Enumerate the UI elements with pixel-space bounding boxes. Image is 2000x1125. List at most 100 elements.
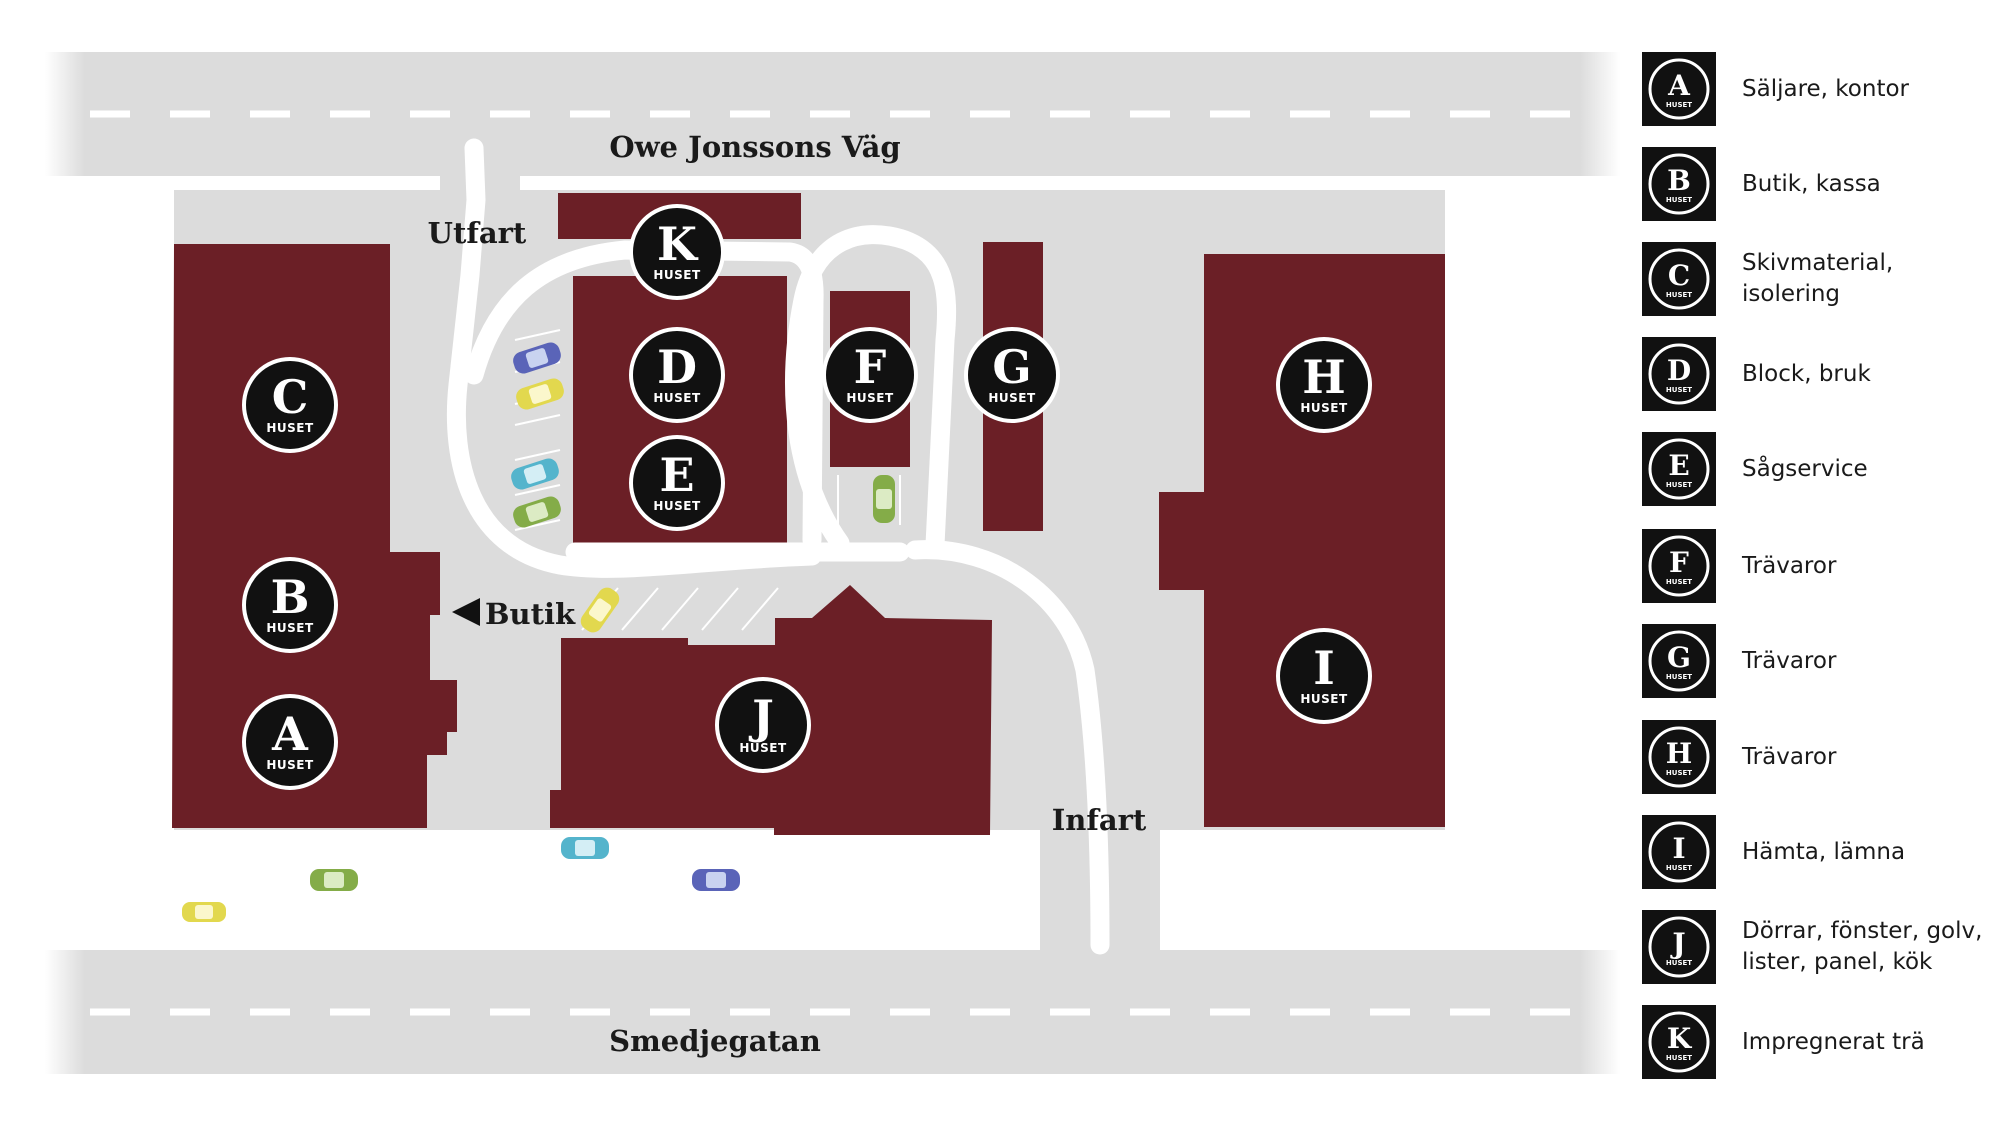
svg-text:HUSET: HUSET (1666, 959, 1692, 967)
car-icon (511, 458, 559, 490)
car-icon (516, 378, 564, 410)
marker-e[interactable]: E HUSET (629, 435, 725, 531)
svg-text:J: J (748, 690, 774, 744)
building-markers: A HUSET B HUSET C HUSET D HUSET E HUSET … (242, 204, 1372, 790)
svg-text:G: G (1667, 641, 1691, 674)
marker-a[interactable]: A HUSET (242, 694, 338, 790)
road-fade (45, 950, 85, 1074)
svg-text:C: C (272, 370, 309, 424)
svg-text:HUSET: HUSET (1666, 864, 1692, 872)
marker-g[interactable]: G HUSET (964, 327, 1060, 423)
road-fade (1580, 950, 1620, 1074)
car-icon (873, 475, 895, 523)
driveways (446, 138, 1110, 955)
street-label-bottom: Smedjegatan (609, 1024, 821, 1058)
building-hi (1159, 254, 1445, 827)
svg-text:F: F (1669, 546, 1689, 579)
svg-text:I: I (1672, 832, 1685, 865)
svg-text:B: B (271, 570, 310, 624)
marker-k[interactable]: K HUSET (629, 204, 725, 300)
road-fade (1580, 52, 1620, 176)
svg-text:HUSET: HUSET (739, 741, 787, 755)
car-icon (182, 902, 226, 922)
site-map: Owe Jonssons Väg Smedjegatan Utfart Infa… (45, 52, 1620, 1074)
marker-j[interactable]: J HUSET (715, 677, 811, 773)
svg-text:D: D (657, 340, 697, 394)
legend-text-e: Sågservice (1742, 455, 1868, 482)
svg-text:HUSET: HUSET (846, 391, 894, 405)
legend-text-g: Trävaror (1742, 647, 1837, 674)
svg-text:HUSET: HUSET (1666, 101, 1692, 109)
building-abc (172, 244, 457, 828)
entry-label: Infart (1052, 803, 1147, 837)
parked-cars (182, 342, 895, 922)
svg-text:A: A (271, 707, 309, 761)
svg-text:E: E (659, 448, 694, 502)
road-top (45, 52, 1620, 176)
svg-text:H: H (1666, 737, 1692, 770)
exit-label: Utfart (428, 216, 527, 250)
svg-text:HUSET: HUSET (1300, 401, 1348, 415)
car-icon (513, 496, 561, 528)
svg-text:B: B (1667, 164, 1691, 197)
street-label-top: Owe Jonssons Väg (609, 130, 900, 164)
marker-f[interactable]: F HUSET (822, 327, 918, 423)
legend-text-b: Butik, kassa (1742, 170, 1881, 197)
marker-d[interactable]: D HUSET (629, 327, 725, 423)
svg-text:HUSET: HUSET (1666, 769, 1692, 777)
svg-text:HUSET: HUSET (653, 499, 701, 513)
legend-text-j: Dörrar, fönster, golv, lister, panel, kö… (1742, 918, 1983, 975)
svg-text:C: C (1668, 259, 1690, 292)
road-fade (45, 52, 85, 176)
svg-text:I: I (1313, 641, 1335, 695)
svg-text:K: K (1667, 1022, 1693, 1055)
car-icon (310, 869, 358, 891)
road-bottom (45, 950, 1620, 1074)
marker-h[interactable]: H HUSET (1276, 337, 1372, 433)
svg-text:F: F (854, 340, 887, 394)
svg-text:HUSET: HUSET (1666, 196, 1692, 204)
svg-text:K: K (657, 217, 699, 271)
svg-text:HUSET: HUSET (988, 391, 1036, 405)
svg-text:HUSET: HUSET (653, 391, 701, 405)
svg-text:HUSET: HUSET (1300, 692, 1348, 706)
car-icon (692, 869, 740, 891)
svg-text:HUSET: HUSET (266, 621, 314, 635)
car-icon (561, 837, 609, 859)
marker-c[interactable]: C HUSET (242, 357, 338, 453)
svg-text:J: J (1669, 927, 1685, 960)
svg-text:HUSET: HUSET (1666, 481, 1692, 489)
marker-i[interactable]: I HUSET (1276, 628, 1372, 724)
marker-b[interactable]: B HUSET (242, 557, 338, 653)
legend-text-c: Skivmaterial, isolering (1742, 250, 1894, 307)
svg-text:HUSET: HUSET (1666, 291, 1692, 299)
legend-text-a: Säljare, kontor (1742, 75, 1909, 102)
svg-text:HUSET: HUSET (1666, 578, 1692, 586)
svg-text:H: H (1302, 350, 1345, 404)
legend-text-k: Impregnerat trä (1742, 1028, 1925, 1055)
legend-text-d: Block, bruk (1742, 360, 1871, 387)
svg-text:E: E (1668, 449, 1689, 482)
